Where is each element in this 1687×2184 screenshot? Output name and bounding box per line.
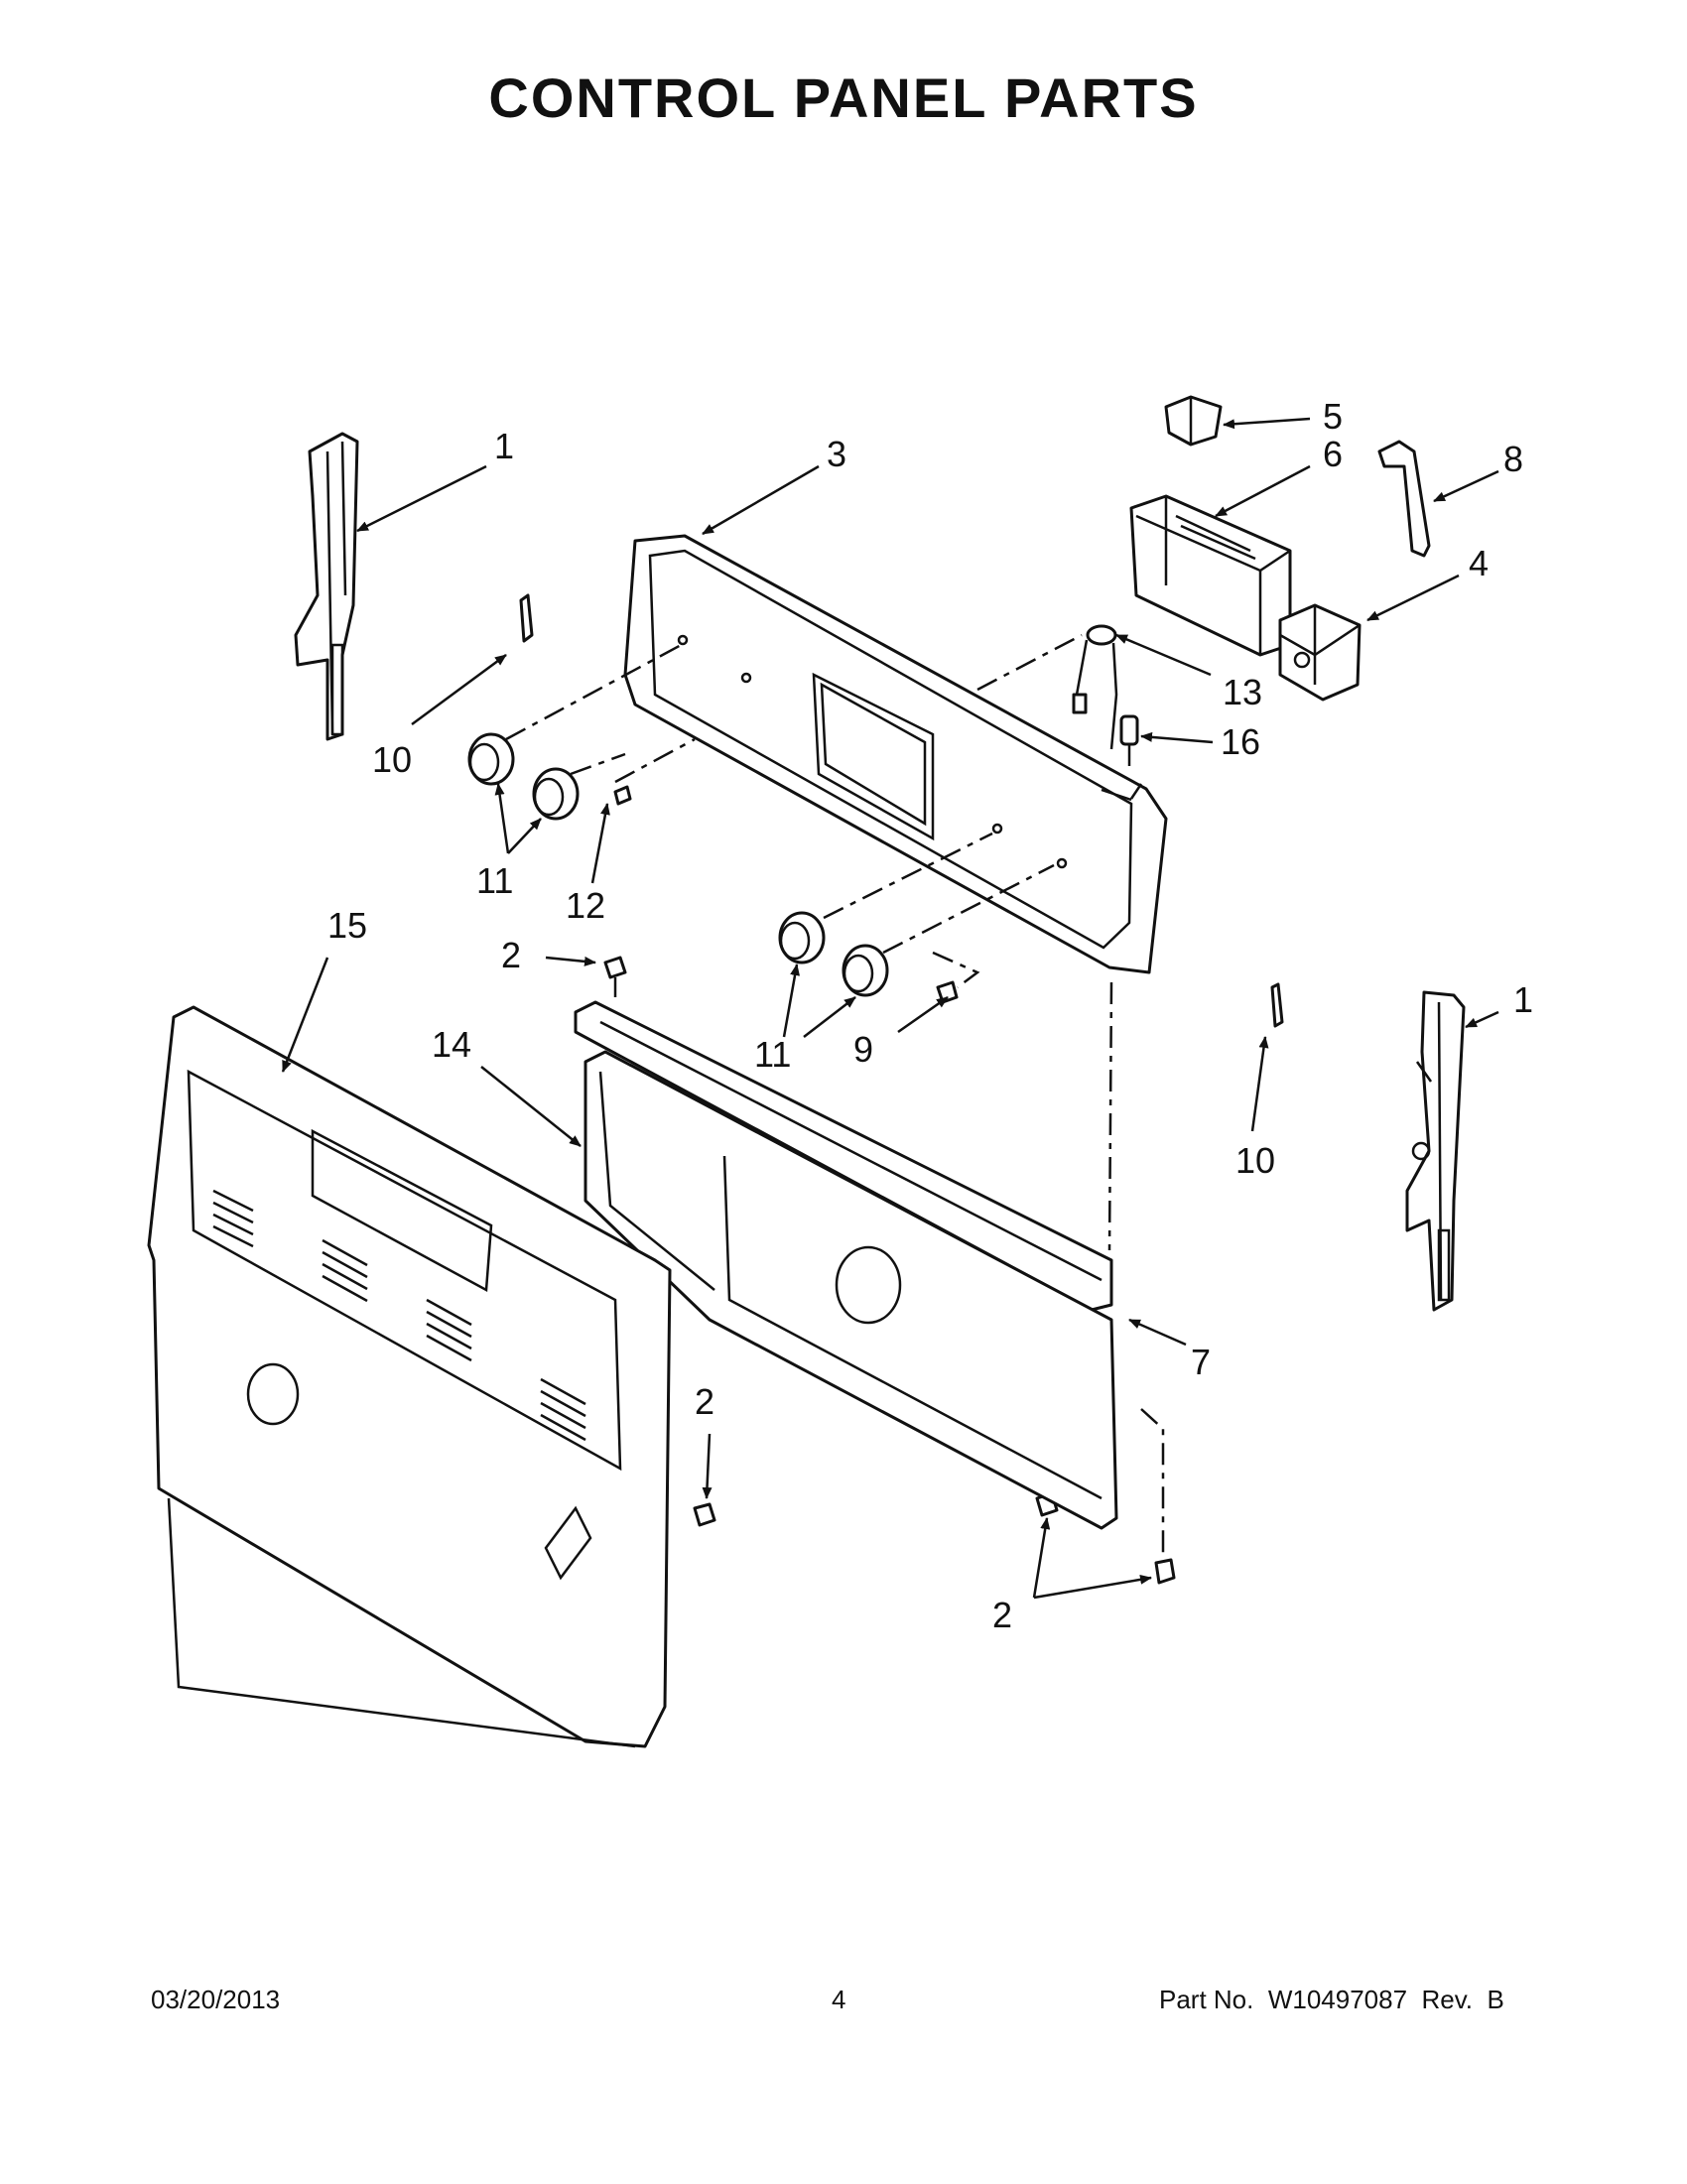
- part-clip: [519, 593, 534, 643]
- callout-8: 8: [1503, 439, 1523, 479]
- callout-16: 16: [1221, 721, 1260, 762]
- footer-date: 03/20/2013: [151, 1985, 281, 2014]
- part-screw: [603, 956, 627, 997]
- callout-11: 11: [754, 1034, 791, 1075]
- part-side-bracket-right: [1405, 990, 1466, 1312]
- assembly-line: [1107, 981, 1113, 1251]
- part-switch: [1164, 395, 1223, 447]
- callout-10: 10: [372, 739, 412, 780]
- callout-1: 1: [494, 426, 514, 466]
- callout-15: 15: [327, 905, 367, 946]
- callout-13: 13: [1223, 672, 1262, 712]
- assembly-line: [1140, 1408, 1165, 1553]
- callout-11: 11: [476, 860, 513, 901]
- assembly-line: [614, 737, 696, 784]
- part-control-board: [1129, 494, 1292, 657]
- part-clip: [1270, 982, 1284, 1028]
- assembly-line: [505, 641, 686, 741]
- part-rear-panel: [584, 1050, 1118, 1530]
- part-knob: [842, 944, 889, 997]
- callout-4: 4: [1469, 543, 1489, 583]
- callout-9: 9: [853, 1029, 873, 1070]
- callout-3: 3: [827, 434, 846, 474]
- part-indicator-light: [1119, 714, 1139, 766]
- part-knob: [532, 767, 580, 821]
- part-manifold-bracket: [574, 1000, 1113, 1312]
- leader-arrows: [281, 417, 1499, 1600]
- assembly-line: [976, 633, 1083, 692]
- part-shield-panel: [147, 1005, 672, 1748]
- footer-part-number: Part No. W10497087 Rev. B: [1159, 1985, 1504, 2014]
- callout-12: 12: [566, 885, 605, 926]
- callout-2: 2: [695, 1381, 714, 1422]
- assembly-line: [932, 951, 980, 988]
- part-screw: [693, 1502, 716, 1527]
- part-small-bracket: [1377, 440, 1431, 558]
- assembly-line: [570, 752, 626, 776]
- part-knob: [778, 911, 826, 964]
- part-knob: [467, 732, 515, 786]
- callout-14: 14: [432, 1024, 471, 1065]
- assembly-line: [823, 832, 993, 920]
- part-screw: [936, 980, 959, 1004]
- callout-6: 6: [1323, 434, 1343, 474]
- footer-page-number: 4: [832, 1985, 846, 2014]
- part-screw: [1154, 1558, 1176, 1585]
- callout-7: 7: [1191, 1342, 1211, 1382]
- part-side-bracket-left: [294, 432, 359, 741]
- callout-5: 5: [1323, 396, 1343, 437]
- callout-2: 2: [992, 1595, 1012, 1635]
- part-sensor: [1072, 624, 1118, 750]
- part-control-panel: [623, 534, 1168, 974]
- part-infinite-switch: [1278, 603, 1362, 702]
- page-title: CONTROL PANEL PARTS: [488, 66, 1199, 129]
- part-screw: [613, 785, 632, 806]
- callout-1: 1: [1513, 979, 1533, 1020]
- callout-2: 2: [501, 935, 521, 975]
- assembly-line: [882, 863, 1055, 955]
- callout-10: 10: [1235, 1140, 1275, 1181]
